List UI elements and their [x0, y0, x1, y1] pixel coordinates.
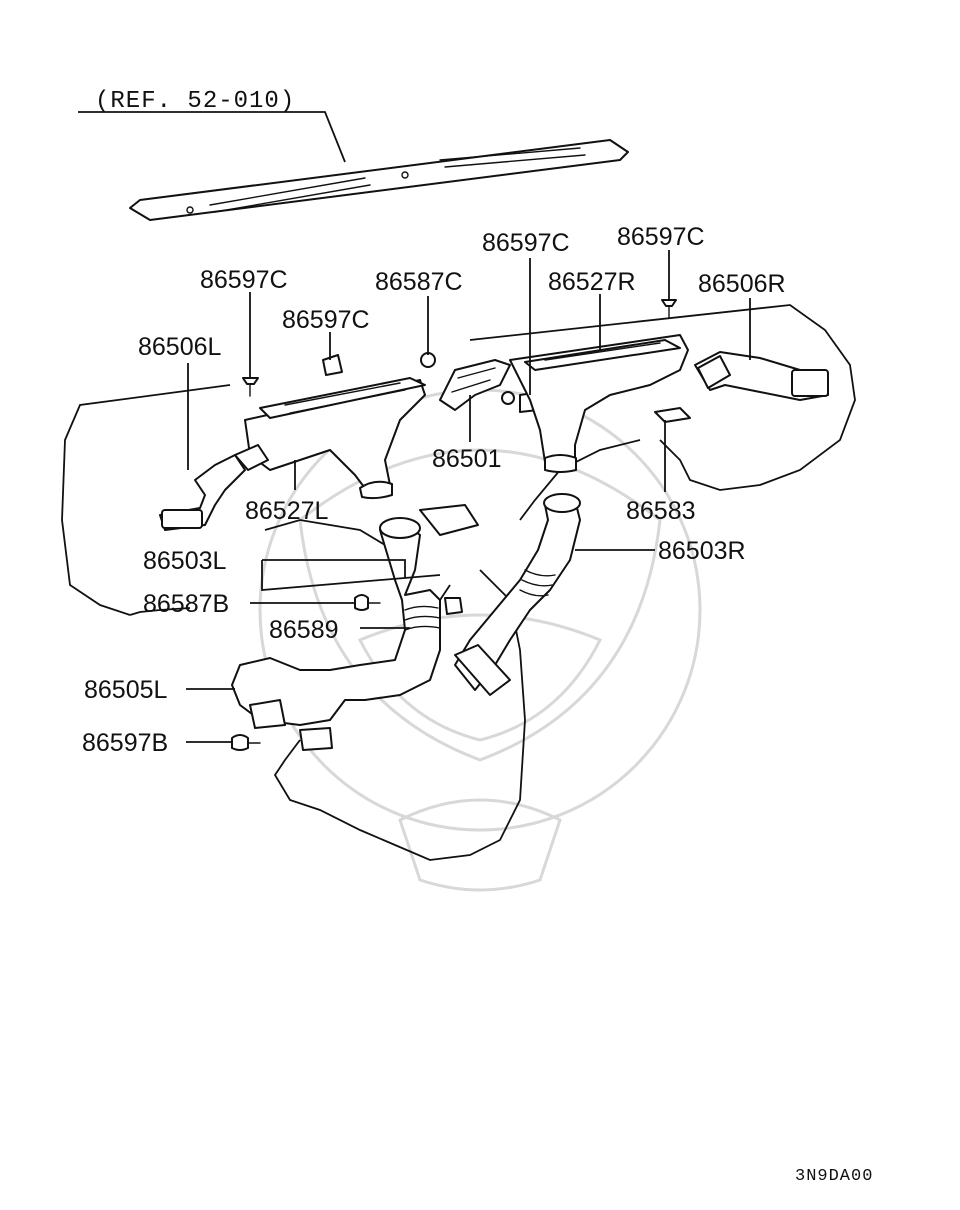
label-86583: 86583 [626, 497, 696, 525]
dashboard-outline [61, 304, 856, 861]
ref-label: (REF. 52-010) [95, 88, 295, 115]
label-86587C: 86587C [375, 268, 463, 296]
label-86506R: 86506R [698, 270, 786, 298]
label-86527R: 86527R [548, 268, 636, 296]
right-vent-duct [509, 334, 689, 473]
label-86597C-mid-left: 86597C [282, 306, 370, 334]
label-86597C-center: 86597C [482, 229, 570, 257]
drawing-code: 3N9DA00 [795, 1167, 873, 1186]
ref-panel-strip [129, 139, 629, 221]
label-86501: 86501 [432, 445, 502, 473]
right-side-vent [694, 351, 829, 401]
label-86527L: 86527L [245, 497, 329, 525]
screws [231, 299, 677, 751]
label-86597C-left: 86597C [200, 266, 288, 294]
label-86597B: 86597B [82, 729, 168, 757]
clip-86583 [654, 407, 691, 423]
label-86503L: 86503L [143, 547, 227, 575]
label-86503R: 86503R [658, 537, 746, 565]
leader-lines [78, 111, 751, 743]
label-86597C-right: 86597C [617, 223, 705, 251]
label-86589: 86589 [269, 616, 339, 644]
label-86505L: 86505L [84, 676, 168, 704]
left-floor-duct [231, 504, 479, 751]
label-86587B: 86587B [143, 590, 229, 618]
left-vent-duct [244, 377, 426, 500]
right-floor-duct [454, 493, 581, 696]
left-side-vent [159, 444, 269, 531]
label-86506L: 86506L [138, 333, 222, 361]
